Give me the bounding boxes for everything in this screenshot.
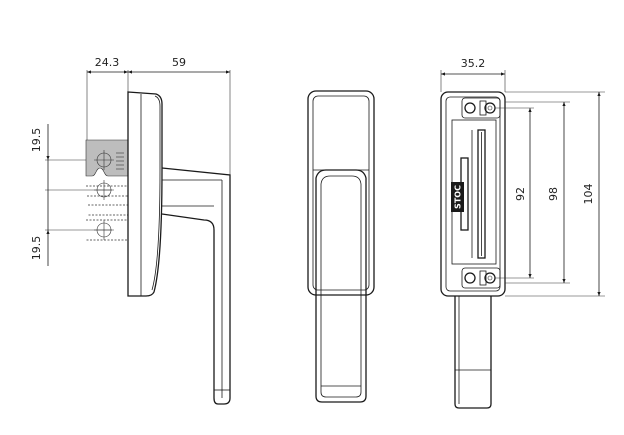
dim-35-2: 35.2 xyxy=(461,57,486,70)
dim-104: 104 xyxy=(582,184,595,205)
front-handle xyxy=(315,169,367,403)
bracket-marks xyxy=(116,152,124,170)
dim-19-5-bottom: 19.5 xyxy=(30,236,43,261)
dim-92: 92 xyxy=(514,187,527,201)
back-base xyxy=(440,91,506,297)
back-view: 35.2 xyxy=(440,57,605,409)
dim-98: 98 xyxy=(547,187,560,201)
stoc-logo: STOC xyxy=(451,182,464,212)
dim-59: 59 xyxy=(172,56,186,69)
center-slots xyxy=(460,129,486,259)
screw-block-bottom xyxy=(461,267,501,289)
dim-24-3: 24.3 xyxy=(95,56,120,69)
stoc-logo-text: STOC xyxy=(454,185,463,209)
side-view: 24.3 59 19.5 19.5 xyxy=(30,56,231,405)
top-dimension-group: 24.3 59 xyxy=(86,56,231,178)
width-dimension-group: 35.2 xyxy=(440,57,506,92)
side-base-plate xyxy=(127,91,163,297)
screw-crosshair-top xyxy=(94,150,114,170)
dim-19-5-top: 19.5 xyxy=(30,128,43,153)
screw-block-top xyxy=(461,97,501,119)
back-handle xyxy=(454,296,492,409)
screw-crosshair-bottom xyxy=(94,220,114,240)
side-handle xyxy=(161,167,231,405)
front-base xyxy=(307,90,375,296)
screw-crosshair-mid xyxy=(94,180,114,200)
front-view xyxy=(307,90,375,403)
right-dimension-group: 92 98 104 xyxy=(495,91,605,297)
